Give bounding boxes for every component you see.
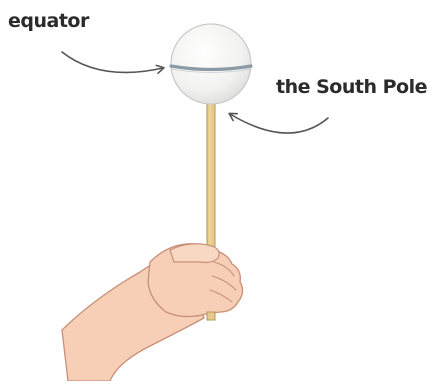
- equator-label: equator: [8, 10, 89, 32]
- equator-band: [169, 64, 253, 72]
- equator-arrow: [61, 51, 165, 75]
- south-pole-label: the South Pole: [276, 76, 427, 98]
- hand: [61, 243, 244, 382]
- foam-ball: [169, 23, 253, 105]
- south-pole-arrow: [228, 112, 329, 134]
